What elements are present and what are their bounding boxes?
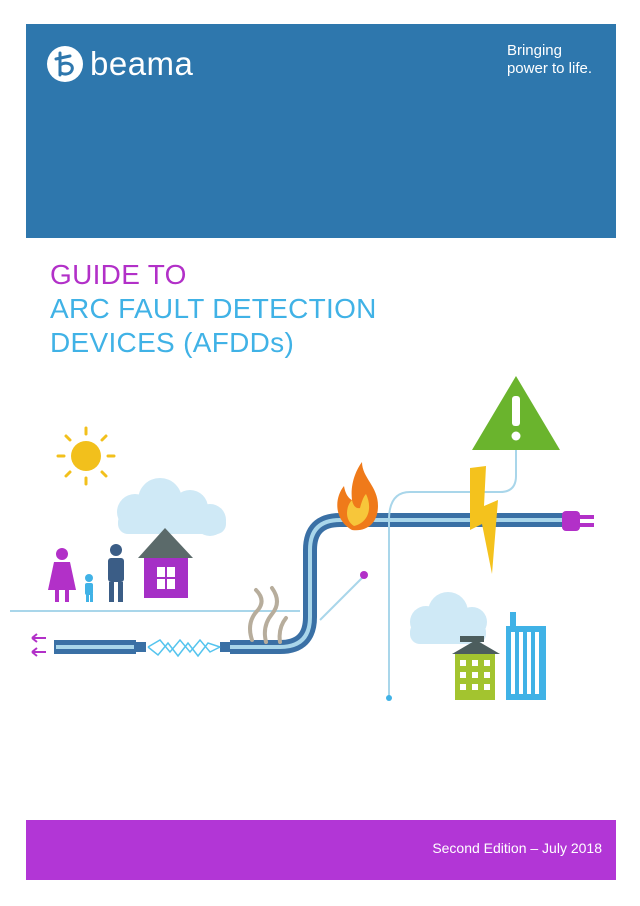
connector-dot-top bbox=[360, 571, 368, 579]
tagline-line-1: Bringing bbox=[506, 42, 562, 59]
buildings-icon bbox=[452, 612, 546, 700]
cloud-icon-right bbox=[410, 592, 487, 644]
smoke-icon bbox=[248, 586, 288, 644]
cloud-icon bbox=[117, 478, 226, 536]
warning-triangle-icon bbox=[472, 376, 560, 450]
brand-name: beama bbox=[90, 45, 194, 82]
connector-lines bbox=[319, 448, 517, 698]
footer-banner: Second Edition – July 2018 bbox=[26, 820, 616, 880]
cable-icon bbox=[230, 513, 565, 654]
title-line-3: DEVICES (AFDDs) bbox=[50, 327, 295, 358]
arrows-icon bbox=[31, 633, 46, 657]
family-icon bbox=[48, 544, 124, 602]
title-line-1: GUIDE TO bbox=[50, 259, 187, 290]
title-line-2: ARC FAULT DETECTION bbox=[50, 293, 377, 324]
fire-icon bbox=[337, 462, 378, 531]
header-banner: beama Bringing power to life. bbox=[26, 24, 616, 238]
sun-icon bbox=[56, 426, 116, 486]
document-title: GUIDE TO ARC FAULT DETECTION DEVICES (AF… bbox=[50, 258, 377, 360]
house-icon bbox=[138, 528, 193, 598]
plug-icon bbox=[562, 511, 594, 531]
edition-label: Second Edition – July 2018 bbox=[432, 840, 602, 856]
cover-illustration bbox=[10, 376, 594, 701]
connector-dot-bottom bbox=[386, 695, 392, 701]
tagline-line-2: power to life. bbox=[506, 60, 592, 77]
cable-broken-left bbox=[54, 640, 230, 654]
tagline: Bringing power to life. bbox=[507, 42, 592, 78]
lightning-icon bbox=[470, 466, 498, 574]
spark-icon bbox=[147, 638, 221, 658]
brand-logo: beama bbox=[46, 44, 193, 84]
beama-logo-icon bbox=[47, 46, 83, 82]
